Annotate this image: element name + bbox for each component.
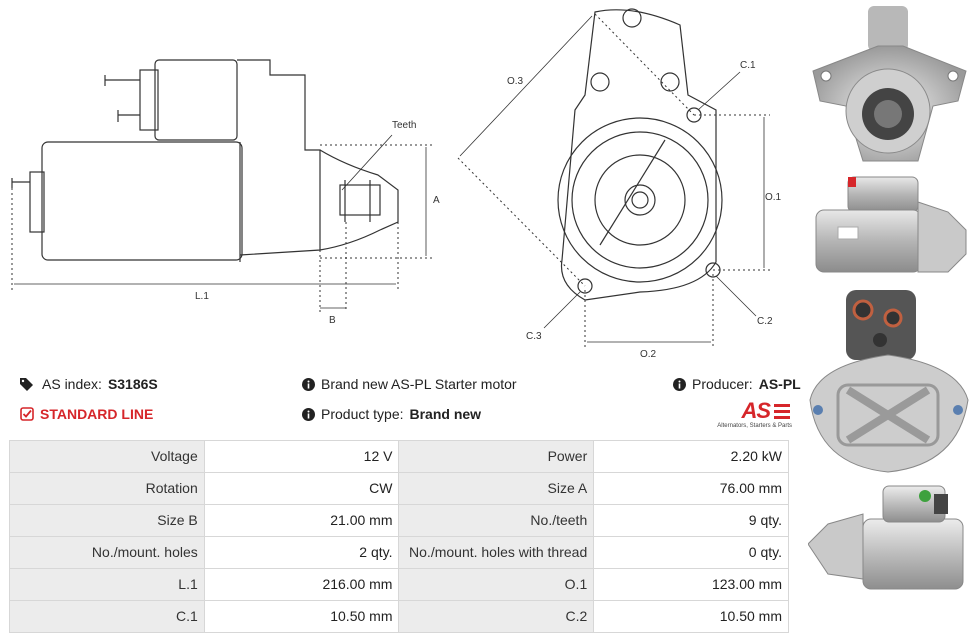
tags-icon: [20, 378, 33, 391]
product-type-label: Product type:: [321, 406, 404, 422]
dim-o1-label: O.1: [765, 192, 782, 203]
dim-c2-label: C.2: [757, 316, 773, 327]
spec-key: C.1: [9, 600, 205, 633]
product-type: Product type: Brand new: [302, 406, 481, 422]
spec-value: 2 qty.: [203, 536, 400, 569]
spec-value: 76.00 mm: [593, 472, 789, 505]
product-description: Brand new AS-PL Starter motor: [302, 376, 517, 392]
dim-c1-label: C.1: [740, 60, 756, 71]
as-index-value: S3186S: [107, 376, 158, 392]
spec-value: 9 qty.: [593, 504, 789, 537]
spec-value: 0 qty.: [593, 536, 789, 569]
producer: Producer: AS-PL: [673, 376, 801, 392]
dim-b-label: B: [329, 315, 336, 326]
logo-stripes-icon: [774, 404, 790, 419]
standard-line-label: STANDARD LINE: [40, 406, 154, 422]
spec-value: 2.20 kW: [593, 440, 789, 473]
info-circle-icon: [302, 377, 315, 391]
dim-c3-label: C.3: [526, 331, 542, 342]
description-text: Brand new AS-PL Starter motor: [321, 376, 517, 392]
dim-a-label: A: [433, 195, 440, 206]
spec-key: No./mount. holes: [9, 536, 205, 569]
spec-value: 10.50 mm: [593, 600, 789, 633]
as-index-label: AS index:: [42, 376, 102, 392]
spec-value: 216.00 mm: [203, 568, 400, 601]
producer-value: AS-PL: [758, 376, 801, 392]
spec-key: C.2: [398, 600, 595, 633]
spec-value: 10.50 mm: [203, 600, 400, 633]
spec-key: Size B: [9, 504, 205, 537]
product-photo-front: [812, 6, 967, 162]
info-circle-icon: [673, 377, 686, 391]
as-pl-logo: AS Alternators, Starters & Parts: [704, 398, 792, 430]
logo-text: AS: [741, 398, 771, 423]
spec-key: L.1: [9, 568, 205, 601]
teeth-label: Teeth: [392, 120, 416, 131]
producer-label: Producer:: [692, 376, 753, 392]
as-index: AS index: S3186S: [20, 376, 158, 392]
dim-o3-label: O.3: [507, 76, 524, 87]
standard-line-badge: STANDARD LINE: [20, 406, 153, 422]
spec-key: No./teeth: [398, 504, 595, 537]
front-view-drawing: O.3 C.1 O.1 C.2 C.3 O.2: [457, 8, 782, 360]
dim-l1-label: L.1: [195, 291, 209, 302]
info-circle-icon: [302, 407, 315, 421]
spec-value: 12 V: [203, 440, 400, 473]
product-photo-side: [815, 176, 967, 273]
spec-value: CW: [203, 472, 400, 505]
logo-tagline: Alternators, Starters & Parts: [717, 423, 792, 429]
product-photo-rear: [809, 290, 969, 473]
spec-key: No./mount. holes with thread: [398, 536, 595, 569]
spec-key: Rotation: [9, 472, 205, 505]
spec-value: 123.00 mm: [593, 568, 789, 601]
spec-key: Voltage: [9, 440, 205, 473]
spec-key: Size A: [398, 472, 595, 505]
spec-key: O.1: [398, 568, 595, 601]
dim-o2-label: O.2: [640, 349, 657, 360]
spec-value: 21.00 mm: [203, 504, 400, 537]
product-photo-angle: [808, 485, 964, 590]
spec-key: Power: [398, 440, 595, 473]
check-square-icon: [20, 407, 34, 421]
product-type-value: Brand new: [409, 406, 482, 422]
side-view-drawing: Teeth A L.1 B: [11, 59, 440, 326]
